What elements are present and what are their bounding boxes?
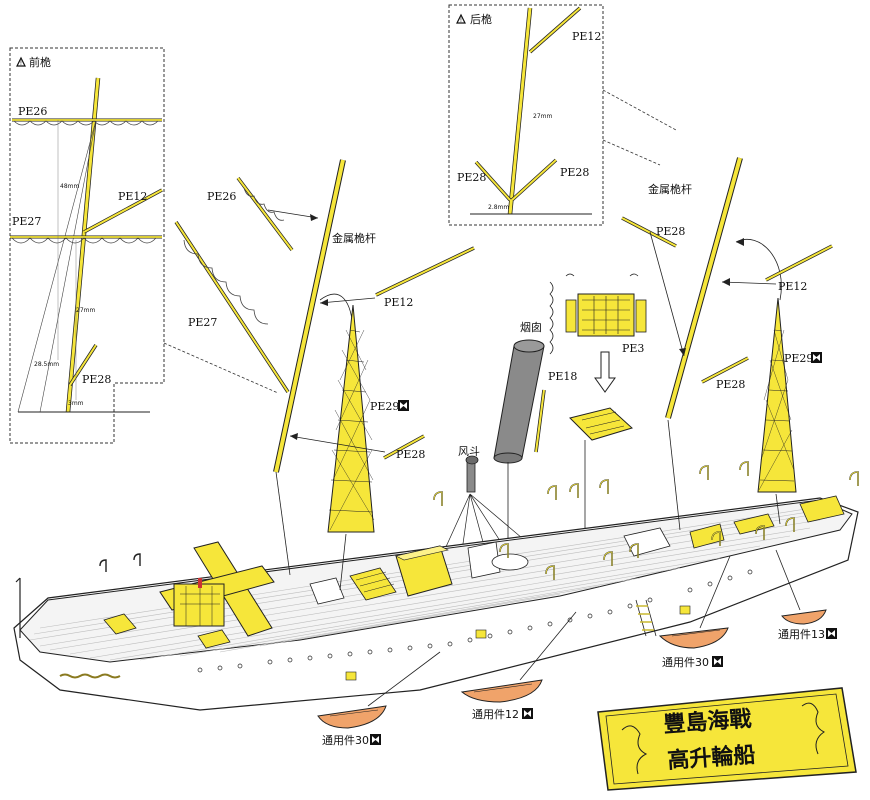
pe29-left-part: PE29: [327, 304, 409, 533]
pe12-boom-panel: [83, 189, 163, 233]
pe26-label: PE26: [207, 190, 236, 203]
pe29-right-label: PE29: [784, 352, 813, 365]
rear-mast-title: 后桅: [470, 12, 492, 26]
lifeboat-common30-right: 通用件30: [658, 627, 729, 669]
pe12-boom-rear-panel: [529, 7, 581, 53]
fore-mast-panel: ! 前桅 PE26 PE27 PE12 PE28 48mm 27mm 28.5m…: [9, 47, 165, 444]
pe3-folded-part: [569, 407, 633, 441]
sheet-icon: [522, 708, 533, 719]
pe26-part: PE26: [207, 176, 294, 252]
svg-text:!: !: [20, 60, 22, 67]
lifeboat-common30-left: 通用件30: [317, 705, 387, 747]
pe27-panel-label: PE27: [12, 215, 41, 228]
plaque-line2: 高升輪船: [667, 742, 757, 774]
sheet-icon: [811, 352, 822, 363]
pe12-left-part: PE12: [375, 246, 475, 309]
pe26-panel-label: PE26: [18, 105, 47, 118]
vent-label: 风斗: [458, 445, 480, 458]
name-plaque: 豐島海戰 高升輪船: [597, 687, 857, 791]
sheet-icon: [398, 400, 409, 411]
pe29-right-part: PE29: [757, 297, 822, 493]
metal-mast-right-label: 金属桅杆: [648, 182, 692, 196]
warning-icon: !: [16, 56, 26, 67]
pe12-right-part: PE12: [765, 244, 833, 293]
pe3-label: PE3: [622, 342, 644, 355]
pe28-strut-panel: [69, 344, 97, 386]
sheet-icon: [712, 656, 723, 667]
dim-27mm-fore: 27mm: [76, 307, 95, 314]
pe28-right-bottom-part: PE28: [701, 356, 749, 391]
funnel-part: 烟囱: [493, 320, 545, 464]
dragon-ornament-right: [801, 702, 825, 755]
lifeboat-common12: 通用件12: [460, 679, 543, 721]
pe29-left-label: PE29: [370, 400, 399, 413]
pe28-left-label: PE28: [396, 448, 425, 461]
pe28-right-bottom-label: PE28: [716, 378, 745, 391]
dim-48mm: 48mm: [60, 183, 79, 190]
plaque-line1: 豐島海戰: [663, 706, 753, 738]
sheet-icon: [370, 734, 381, 745]
svg-text:!: !: [460, 17, 462, 24]
pe18-label: PE18: [548, 370, 577, 383]
pe27-part: PE27: [174, 221, 290, 393]
deck-fittings: [15, 461, 859, 638]
common12-label: 通用件12: [472, 708, 519, 721]
pe28-rear-left-label: PE28: [457, 171, 486, 184]
pe28-rear-right: [511, 159, 557, 201]
pe12-panel-label: PE12: [118, 190, 147, 203]
sheet-icon: [826, 628, 837, 639]
pe27-label: PE27: [188, 316, 217, 329]
pe18-part: PE18: [534, 370, 577, 453]
vent-part: 风斗: [458, 445, 480, 493]
common30-right-label: 通用件30: [662, 656, 709, 669]
dim-27mm-rear: 27mm: [533, 113, 552, 120]
pe28-panel-label: PE28: [82, 373, 111, 386]
pe28-rear-left: [475, 161, 511, 201]
down-arrow-icon: [594, 351, 616, 393]
right-metal-mast: 金属桅杆: [648, 157, 743, 419]
pe28-rear-right-label: PE28: [560, 166, 589, 179]
dragon-ornament-left: [621, 725, 648, 775]
common13-label: 通用件13: [778, 628, 825, 641]
pe28-left-part: PE28: [383, 434, 425, 461]
dim-28-5mm: 28.5mm: [34, 361, 59, 368]
pe12-rear-panel-label: PE12: [572, 30, 601, 43]
lifeboat-common13: 通用件13: [778, 609, 837, 641]
funnel-label: 烟囱: [520, 320, 542, 334]
rear-mast-pole: [508, 7, 532, 215]
pe12-left-label: PE12: [384, 296, 413, 309]
pe28-right-top-label: PE28: [656, 225, 685, 238]
pe3-part: PE3: [549, 273, 647, 355]
common30-left-label: 通用件30: [322, 734, 369, 747]
metal-mast-left-label: 金属桅杆: [332, 231, 376, 245]
bridge-structure: [103, 541, 275, 649]
dim-2-8mm: 2.8mm: [488, 204, 509, 211]
rear-mast-panel: ! 后桅 PE12 PE28 PE28 27mm 2.8mm: [448, 4, 604, 226]
fore-mast-pole: [66, 77, 100, 413]
pe12-right-label: PE12: [778, 280, 807, 293]
fore-mast-title: 前桅: [29, 55, 51, 69]
ship-hull: [13, 497, 859, 711]
left-metal-mast: 金属桅杆: [273, 159, 376, 473]
pe28-right-top-part: PE28: [621, 216, 685, 248]
warning-icon: !: [456, 13, 466, 24]
dim-3mm: 3mm: [68, 400, 84, 407]
